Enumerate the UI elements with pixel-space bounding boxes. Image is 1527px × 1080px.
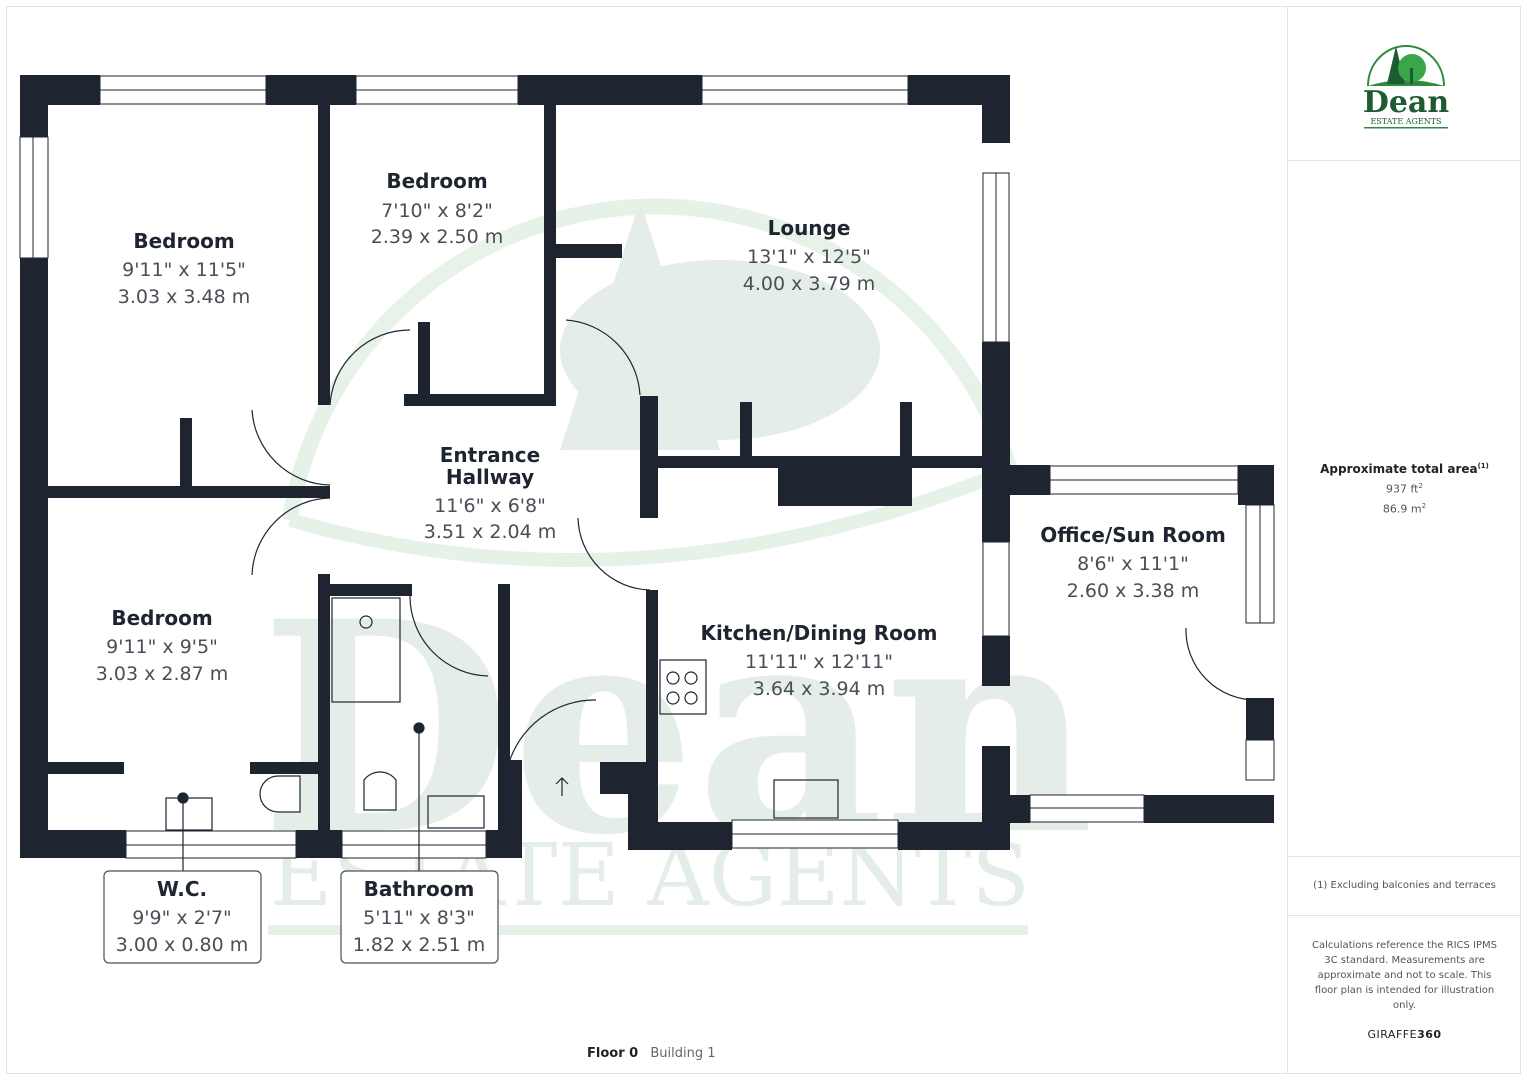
room-wc-metric: 3.00 x 0.80 m — [116, 934, 248, 956]
room-office-imperial: 8'6" x 11'1" — [1077, 553, 1189, 575]
area-footnote: (1) Excluding balconies and terraces — [1288, 856, 1521, 916]
room-bathroom-imperial: 5'11" x 8'3" — [363, 907, 475, 929]
plan-frame — [6, 6, 1521, 1074]
area-sqm: 86.9 m2 — [1382, 501, 1427, 516]
room-bedroom-2-imperial: 7'10" x 8'2" — [381, 200, 493, 222]
room-labels: Bedroom 9'11" x 11'5" 3.03 x 3.48 m Bedr… — [96, 169, 1226, 700]
room-office-name: Office/Sun Room — [1040, 523, 1226, 547]
floor-plan: Dean ESTATE AGENTS — [19, 75, 1275, 964]
doors — [251, 319, 1257, 767]
room-lounge-name: Lounge — [768, 216, 851, 240]
walls — [20, 75, 1274, 858]
room-kitchen-imperial: 11'11" x 12'11" — [745, 651, 893, 673]
room-bathroom-metric: 1.82 x 2.51 m — [353, 934, 485, 956]
windows — [19, 75, 1275, 859]
room-hallway-name-1: Entrance — [440, 443, 540, 467]
room-lounge-metric: 4.00 x 3.79 m — [743, 273, 875, 295]
callouts — [177, 722, 425, 872]
callout-boxes: W.C. 9'9" x 2'7" 3.00 x 0.80 m Bathroom … — [103, 870, 499, 964]
room-bedroom-3-metric: 3.03 x 2.87 m — [96, 663, 228, 685]
floor-label: Floor 0 Building 1 — [587, 1046, 715, 1061]
room-bedroom-1-metric: 3.03 x 3.48 m — [118, 286, 250, 308]
floor-number: Floor 0 — [587, 1046, 639, 1061]
provider-brand: GIRAFFE360 — [1367, 1028, 1442, 1041]
disclaimer: Calculations reference the RICS IPMS 3C … — [1311, 940, 1498, 1011]
room-bedroom-1-name: Bedroom — [133, 229, 234, 253]
room-lounge-imperial: 13'1" x 12'5" — [747, 246, 871, 268]
building-name: Building 1 — [650, 1046, 716, 1061]
fixtures — [165, 597, 839, 831]
area-title: Approximate total area(1) — [1320, 462, 1489, 476]
room-kitchen-metric: 3.64 x 3.94 m — [753, 678, 885, 700]
room-bedroom-3-imperial: 9'11" x 9'5" — [106, 636, 218, 658]
room-wc-name: W.C. — [157, 877, 207, 901]
dean-logo-icon: Dean ESTATE AGENTS — [1363, 45, 1450, 129]
room-bedroom-2-name: Bedroom — [386, 169, 487, 193]
brand-logo: Dean ESTATE AGENTS — [1288, 6, 1521, 161]
room-hallway-imperial: 11'6" x 6'8" — [434, 495, 546, 517]
room-hallway-metric: 3.51 x 2.04 m — [424, 521, 556, 543]
brand-name: Dean — [1363, 85, 1450, 120]
info-sidebar: Dean ESTATE AGENTS Approximate total are… — [1287, 6, 1521, 1074]
room-bedroom-3-name: Bedroom — [111, 606, 212, 630]
room-kitchen-name: Kitchen/Dining Room — [701, 621, 938, 645]
room-bathroom-name: Bathroom — [364, 877, 475, 901]
room-bedroom-1-imperial: 9'11" x 11'5" — [122, 259, 246, 281]
brand-tagline: ESTATE AGENTS — [1370, 117, 1441, 126]
room-office-metric: 2.60 x 3.38 m — [1067, 580, 1199, 602]
room-hallway-name-2: Hallway — [446, 465, 534, 489]
area-sqft: 937 ft2 — [1386, 482, 1423, 496]
total-area: Approximate total area(1) 937 ft2 86.9 m… — [1288, 462, 1521, 515]
room-wc-imperial: 9'9" x 2'7" — [132, 907, 232, 929]
room-bedroom-2-metric: 2.39 x 2.50 m — [371, 226, 503, 248]
